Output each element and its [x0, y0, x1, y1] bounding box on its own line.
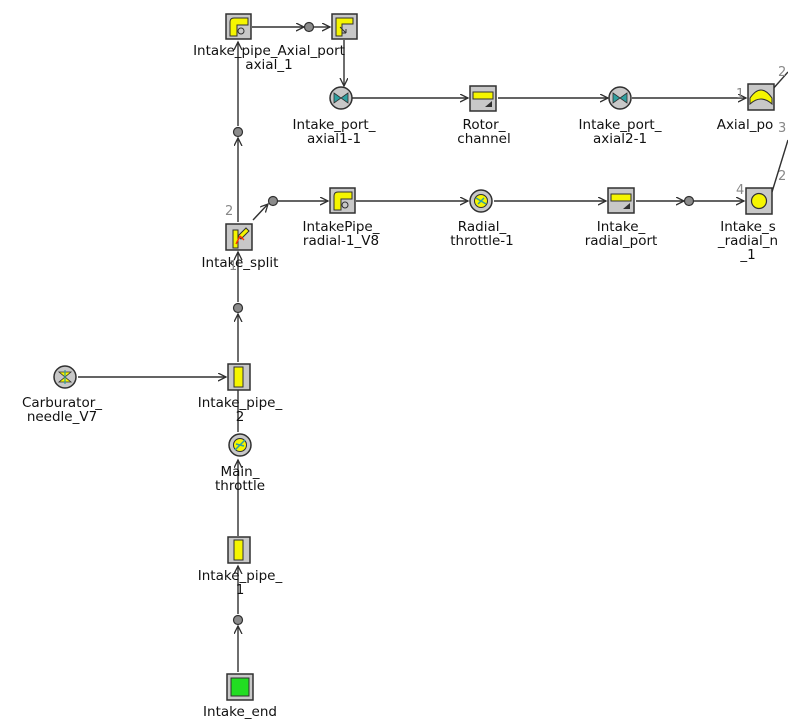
intake-pipe-2-label: Intake_pipe_ 2	[197, 395, 283, 425]
intake-port-axial2-valve[interactable]	[608, 86, 632, 110]
intake-split-label: Intake_split	[201, 255, 279, 271]
carburator-needle-valve[interactable]	[53, 365, 77, 389]
junction-node[interactable]	[683, 195, 695, 207]
port-number: 2	[225, 204, 234, 219]
intake-pipe-2-block[interactable]	[227, 363, 251, 391]
intakepipe-radial-block[interactable]	[329, 187, 356, 214]
intake-radial-port-block[interactable]	[607, 187, 635, 214]
intake-port-axial1-valve[interactable]	[329, 86, 353, 110]
junction-node[interactable]	[232, 302, 244, 314]
junction-nodes	[232, 21, 695, 626]
carburator-needle-label: Carburator_ needle_V7	[21, 395, 103, 425]
junction-node[interactable]	[267, 195, 279, 207]
intake-pipe-axial-1-block[interactable]	[225, 13, 252, 40]
intake-end-block[interactable]	[226, 673, 254, 701]
port-number: 3	[778, 121, 787, 136]
intake-s-radial-block[interactable]	[745, 187, 773, 215]
intake-pipe-1-label: Intake_pipe_ 1	[197, 568, 283, 598]
intake-split-block[interactable]	[225, 223, 253, 251]
rotor-channel-label: Rotor_ channel	[457, 117, 511, 147]
port-number: 2	[778, 169, 787, 184]
main-throttle-label: Main_ throttle	[214, 464, 266, 494]
port-number: 1	[736, 87, 745, 102]
radial-throttle-valve[interactable]	[469, 189, 493, 213]
axial-port-right-block[interactable]	[747, 83, 775, 111]
axial-port-right-label: Axial_po	[716, 117, 774, 133]
junction-node[interactable]	[232, 126, 244, 138]
intake-end-label: Intake_end	[203, 704, 277, 720]
intake-port-axial2-label: Intake_port_ axial2-1	[578, 117, 662, 147]
port-number: 1	[229, 259, 238, 274]
radial-throttle-label: Radial_ throttle-1	[450, 219, 514, 249]
rotor-channel-block[interactable]	[469, 85, 497, 112]
conn-split-to-node-radial	[252, 204, 268, 221]
intake-s-radial-label: Intake_s _radial_n _1	[717, 219, 779, 263]
junction-node[interactable]	[303, 21, 315, 33]
port-number: 4	[736, 183, 745, 198]
intake-pipe-axial-1-label: Intake_pipe_Axial_port axial_1	[193, 43, 345, 73]
intakepipe-radial-label: IntakePipe_ radial-1_V8	[302, 219, 380, 249]
intake-pipe-1-block[interactable]	[227, 536, 251, 564]
connections	[78, 27, 788, 672]
main-throttle-valve[interactable]	[228, 433, 252, 457]
axial-port-block[interactable]	[331, 13, 358, 40]
conn-right-edge-2	[771, 139, 788, 193]
intake-radial-port-label: Intake_ radial_port	[584, 219, 658, 249]
intake-port-axial1-label: Intake_port_ axial1-1	[292, 117, 376, 147]
port-number: 2	[778, 65, 787, 80]
junction-node[interactable]	[232, 614, 244, 626]
